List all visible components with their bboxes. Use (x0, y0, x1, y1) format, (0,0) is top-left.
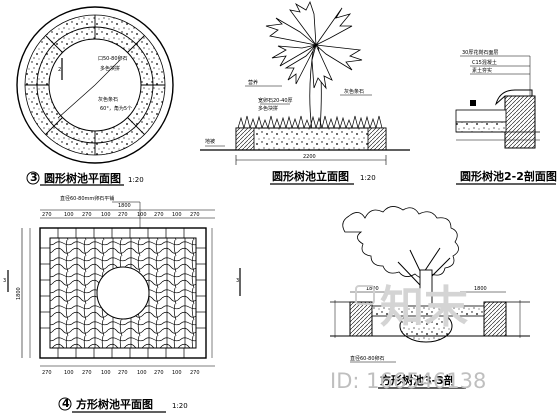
square-bottom-seg-1: 100 (64, 370, 74, 376)
round-plan-leader (94, 59, 121, 86)
watermark-logo-icon (355, 285, 375, 305)
round-plan-radius-line (57, 84, 96, 119)
section-note-1: 30厚花岗石面层 (462, 49, 498, 56)
section-tree-canopy (342, 206, 459, 279)
elevation-note-1: 营养 (248, 79, 258, 86)
square-top-seg-1: 100 (64, 212, 74, 218)
round-plan-title: 圆形树池平面图 (44, 171, 121, 185)
shrub-band (237, 115, 383, 130)
round-section-title: 圆形树池2-2剖面图 (460, 169, 557, 183)
elevation-note-2: 宽卵石20-40厚 (258, 97, 293, 104)
round-plan-section-mark: 2 (58, 67, 61, 73)
square-plan-section-right: 3 (236, 278, 239, 284)
round-plan-segment-lines (25, 15, 165, 155)
square-plan-title-bubble (58, 397, 72, 411)
section-cap (495, 89, 533, 106)
square-plan-scale: 1:20 (172, 402, 188, 410)
round-plan-note-4: 60°，角为5个 (100, 105, 132, 112)
square-section-title: 方形树池3-3剖 (380, 373, 455, 387)
square-bottom-seg-2: 270 (82, 370, 92, 376)
round-plan-note-2: 多色块拼 (100, 65, 120, 72)
square-top-overall-label: 1800 (118, 203, 131, 209)
elevation-note-3: 多色块拼 (258, 105, 278, 112)
square-side-dim-label: 1800 (16, 287, 22, 300)
square-top-seg-2: 270 (82, 212, 92, 218)
square-top-seg-5: 100 (137, 212, 147, 218)
square-plan-title: 方形树池平面图 (76, 397, 153, 411)
section-dim-left: 1800 (366, 286, 379, 292)
square-top-seg-8: 270 (190, 212, 200, 218)
round-plan-note-3: 灰色条石 (98, 96, 118, 103)
round-plan-title-bubble (26, 171, 40, 185)
round-plan-outer-ring (16, 6, 174, 164)
elevation-note-4: 灰色条石 (344, 88, 364, 95)
square-section-note: 直径60-80卵石 (350, 355, 385, 362)
section-note-3: 素土夯实 (472, 67, 492, 74)
square-bottom-seg-3: 100 (101, 370, 111, 376)
elevation-base (235, 127, 387, 151)
square-bottom-seg-4: 270 (118, 370, 128, 376)
square-bottom-seg-7: 100 (172, 370, 182, 376)
round-plan-scale: 1:20 (128, 176, 144, 184)
square-top-seg-6: 270 (154, 212, 164, 218)
square-bottom-seg-8: 270 (190, 370, 200, 376)
round-elevation-title: 圆形树池立面图 (272, 169, 349, 183)
section-dim-right: 1800 (474, 286, 487, 292)
watermark-brand: 知末 (380, 282, 468, 333)
round-elevation-view: 营养 宽卵石20-40厚 多色块拼 灰色条石 地被 2200 圆形树池立面图 1… (200, 0, 410, 185)
round-plan-note-1: 口50-80卵石 (98, 55, 128, 62)
square-top-seg-7: 100 (172, 212, 182, 218)
square-plan-section-left: 3 (3, 278, 6, 284)
section-pebble-layer (371, 305, 485, 317)
square-section-view: 1800 1800 直径60-80卵石 方形树池3-3剖 (330, 206, 530, 389)
round-plan-view: 2 口50-80卵石 多色块拼 灰色条石 60°，角为5个 3 圆形树池平面图 … (16, 6, 174, 186)
elevation-note-5: 地被 (205, 138, 215, 145)
round-elevation-scale: 1:20 (360, 174, 376, 182)
square-plan-title-number: 4 (62, 397, 70, 410)
square-plan-note: 直径60-80mm卵石平铺 (60, 195, 114, 202)
square-plan-view: 1800 270 100 270 100 270 100 270 100 270… (3, 195, 241, 413)
square-bottom-seg-0: 270 (42, 370, 52, 376)
section-note-2: C15混凝土 (472, 59, 497, 66)
round-plan-title-number: 3 (30, 171, 38, 184)
square-plan-tree-opening (96, 266, 150, 320)
section-right-curb (483, 301, 507, 337)
square-top-seg-0: 270 (42, 212, 52, 218)
palm-fronds (265, 0, 363, 90)
square-plan-border-pavers (40, 228, 206, 358)
square-top-seg-4: 270 (118, 212, 128, 218)
square-bottom-seg-5: 100 (137, 370, 147, 376)
watermark: 知末 ID: 166546138 (330, 282, 486, 393)
square-bottom-seg-6: 270 (154, 370, 164, 376)
watermark-id: ID: 166546138 (330, 369, 486, 393)
square-top-seg-3: 100 (101, 212, 111, 218)
elevation-dim-label: 2200 (303, 154, 316, 160)
section-curb (504, 95, 536, 149)
round-section-view: 30厚花岗石面层 C15混凝土 素土夯实 圆形树池2-2剖面图 (455, 49, 557, 185)
section-left-curb (349, 301, 373, 337)
